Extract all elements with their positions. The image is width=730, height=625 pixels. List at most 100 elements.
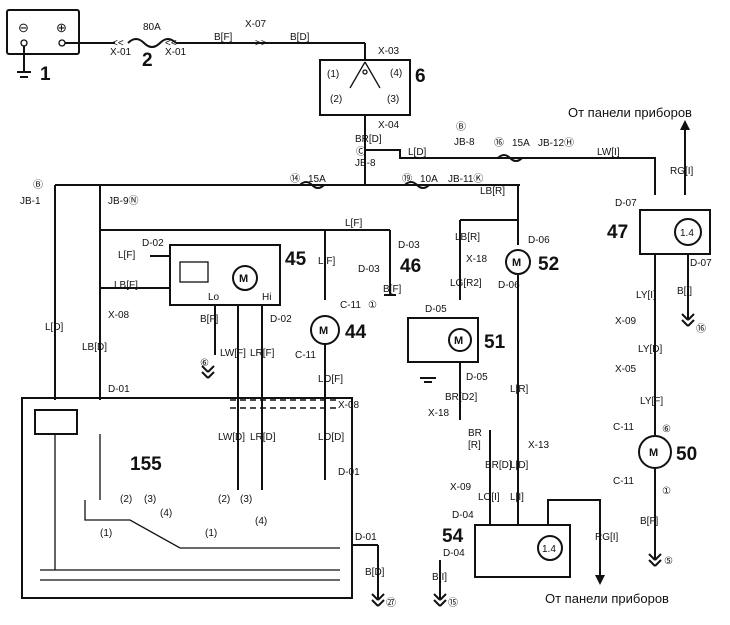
component-number-6: 6	[415, 66, 426, 87]
connector-label-x09-a: X-09	[615, 316, 637, 327]
switch1-pos-4: (4)	[160, 508, 172, 519]
marker-c11-a: ①	[368, 300, 377, 311]
connector-label-jb9: JB-9Ⓝ	[108, 195, 139, 207]
motor-51-symbol: M	[454, 335, 463, 347]
marker-15: ⑮	[448, 597, 458, 609]
wire-label-lbd: LB[D]	[82, 342, 107, 353]
marker-27: ㉗	[386, 597, 396, 609]
wire-label-ld-left: L[D]	[45, 322, 64, 333]
connector-label-d03-b: D-03	[358, 264, 380, 275]
wire-label-brd2: BR[D2]	[445, 392, 477, 403]
connector-label-d07-b: D-07	[690, 258, 712, 269]
marker-5: ⑤	[664, 556, 673, 567]
connector-label-x01-b: X-01	[165, 47, 187, 58]
wire-label-lbr-1: LB[R]	[480, 186, 505, 197]
connector-label-d02-a: D-02	[142, 238, 164, 249]
relay-45: 45 M Lo Hi	[169, 244, 307, 306]
connector-label-jb11: JB-11Ⓚ	[448, 173, 483, 185]
fuse-label-15a-1: 15A	[512, 138, 530, 149]
fuse-label-15a-2: 15A	[308, 174, 326, 185]
connector-label-d01-c: D-01	[355, 532, 377, 543]
wire-label-bf-3: B[F]	[200, 314, 219, 325]
wire-label-lwi: LW[I]	[597, 147, 620, 158]
unit-47-ratio: 1.4	[680, 228, 694, 239]
component-number-46: 46	[400, 256, 421, 277]
fuse-label-10a: 10A	[420, 174, 438, 185]
svg-text:<<: <<	[165, 38, 177, 49]
connector-label-x18-b: X-18	[428, 408, 450, 419]
switch2-pos-1: (1)	[205, 528, 217, 539]
connector-label-d06-b: D-06	[498, 280, 520, 291]
switch2-pos-3: (3)	[240, 494, 252, 505]
connector-label-d05-b: D-05	[466, 372, 488, 383]
fuse-label-80a: 80A	[143, 22, 161, 33]
connector-label-x04: X-04	[378, 120, 400, 131]
switch-155: 155 (2) (3) (4) (1) (2) (3) (4) (1)	[21, 397, 353, 599]
marker-b-left: Ⓑ	[33, 179, 43, 191]
marker-c11-d: ①	[662, 486, 671, 497]
wire-label-br: BR	[468, 428, 482, 439]
motor-50: M 50	[638, 435, 697, 469]
relay-lo-label: Lo	[208, 292, 220, 303]
caption-from-panel-top: От панели приборов	[568, 105, 692, 120]
wire-label-bi-2: B[I]	[432, 572, 447, 583]
wire-label-lbf: LB[F]	[114, 280, 138, 291]
switch-pos-2: (2)	[330, 94, 342, 105]
connector-label-c11-b: C-11	[295, 350, 316, 361]
switch2-pos-4: (4)	[255, 516, 267, 527]
svg-text:<<: <<	[112, 38, 124, 49]
connector-label-d05-a: D-05	[425, 304, 447, 315]
component-number-155: 155	[130, 454, 162, 475]
component-number-52: 52	[538, 254, 559, 275]
wire-label-bf-1: B[F]	[214, 32, 233, 43]
wire-label-ld-1: L[D]	[408, 147, 427, 158]
wire-label-lyf: LY[F]	[640, 396, 663, 407]
connector-label-d06-a: D-06	[528, 235, 550, 246]
switch-pos-3: (3)	[387, 94, 399, 105]
connector-label-x08-b: X-08	[338, 400, 360, 411]
connector-label-x01-a: X-01	[110, 47, 132, 58]
relay-hi-label: Hi	[262, 292, 271, 303]
wire-label-lgr2: LG[R2]	[450, 278, 482, 289]
wire-label-lrd: LR[D]	[250, 432, 276, 443]
connector-label-jb8-a: JB-8	[355, 158, 376, 169]
wire-label-brd: BR[D]	[355, 134, 382, 145]
wire-label-bd-1: B[D]	[290, 32, 310, 43]
marker-c11-c: ⑥	[662, 424, 671, 435]
battery-plus-label: ⊕	[56, 20, 67, 35]
wire-label-lf-right: L[F]	[318, 256, 335, 267]
motor-44: M 44	[310, 315, 367, 345]
component-number-50: 50	[676, 444, 697, 465]
connector-label-c11-c: C-11	[613, 422, 634, 433]
motor-50-symbol: M	[649, 447, 658, 459]
battery-minus-label: ⊖	[18, 20, 29, 35]
connector-label-x08-a: X-08	[108, 310, 130, 321]
marker-16b: ⑯	[696, 323, 706, 335]
marker-14: ⑭	[290, 173, 300, 185]
wire-label-rgi: RG[I]	[670, 166, 694, 177]
wire-label-lof: LO[F]	[318, 374, 343, 385]
component-number-1: 1	[40, 64, 51, 85]
caption-from-panel-bottom: От панели приборов	[545, 591, 669, 606]
connector-label-x09-b: X-09	[450, 482, 472, 493]
marker-c: Ⓒ	[356, 146, 366, 158]
switch1-pos-1: (1)	[100, 528, 112, 539]
motor-44-symbol: M	[319, 325, 328, 337]
connector-label-d04-b: D-04	[443, 548, 465, 559]
connector-label-d01-a: D-01	[108, 384, 130, 395]
wire-label-lrf: LR[F]	[250, 348, 275, 359]
connector-label-x03: X-03	[378, 46, 400, 57]
component-number-2: 2	[142, 50, 153, 71]
wire-label-bf-46: B[F]	[383, 284, 402, 295]
connector-label-jb8-b: JB-8	[454, 137, 475, 148]
wire-label-ld-lower: L[D]	[510, 460, 529, 471]
motor-51: M 51	[407, 317, 506, 363]
wire-label-lyi: LY[I]	[636, 290, 656, 301]
connector-label-x18-a: X-18	[466, 254, 488, 265]
marker-6: ⑥	[200, 358, 209, 369]
wire-label-bd-2: B[D]	[365, 567, 385, 578]
connector-label-c11-d: C-11	[613, 476, 634, 487]
component-number-47: 47	[607, 222, 628, 243]
unit-54: 1.4 54	[442, 524, 571, 578]
